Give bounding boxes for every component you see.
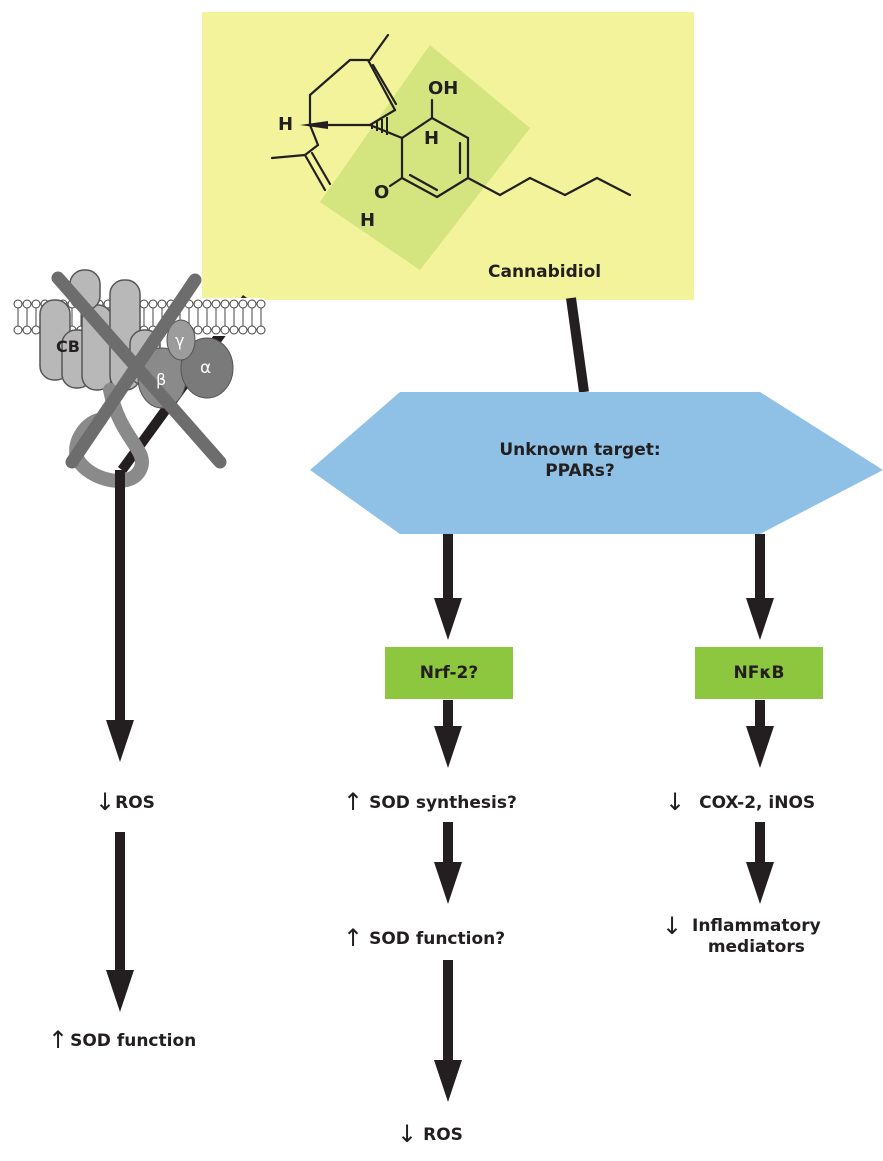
right-inflam-line-2: mediators (707, 937, 805, 957)
lipid-head (238, 325, 248, 335)
middle-sod-synthesis-label: ↑SOD synthesis? (343, 788, 517, 816)
arrow-hex-to-nrf2-shaft (443, 534, 453, 600)
middle-ros-label: ↓ROS (397, 1120, 463, 1148)
arrow-nfkb-to-cox-shaft (755, 700, 765, 728)
nrf2-box: Nrf-2? (385, 647, 513, 699)
atom-oh-top: OH (428, 78, 459, 99)
lipid-head (157, 299, 167, 309)
molecule-highlight (320, 45, 530, 270)
lipid-head (31, 325, 41, 335)
receptor-beta-label: β (156, 370, 167, 389)
lipid-head (148, 299, 158, 309)
lipid-head (229, 299, 239, 309)
lipid-head (202, 299, 212, 309)
receptor-cb-label: CB (56, 337, 80, 356)
arrow-sod-synthesis-to-function-shaft (443, 822, 453, 864)
arrow-cox-to-inflammatory-shaft (755, 822, 765, 864)
atom-h-ring: H (424, 128, 440, 149)
target-hexagon (310, 392, 883, 534)
atom-h-bottom: H (360, 210, 376, 231)
left-sod-label: ↑SOD function (48, 1026, 197, 1054)
nfkb-label: NFκB (733, 663, 785, 683)
lipid-head (13, 325, 23, 335)
right-inflam-line-1: Inflammatory (692, 916, 821, 936)
arrow-nfkb-to-cox-head (746, 726, 774, 768)
lipid-head (220, 299, 230, 309)
arrow-hex-to-nfkb-shaft (755, 534, 765, 600)
lipid-head (211, 299, 221, 309)
connector-right (566, 297, 589, 393)
g-protein-gamma (166, 319, 196, 361)
increase-arrow-icon: ↑ (343, 924, 364, 952)
increase-arrow-icon: ↑ (48, 1026, 69, 1054)
lipid-head (13, 299, 23, 309)
lipid-head (202, 325, 212, 335)
lipid-head (22, 325, 32, 335)
target-line-2: PPARs? (545, 461, 615, 481)
arrow-nrf2-to-sod-synthesis-head (434, 726, 462, 768)
decrease-arrow-icon: ↓ (665, 788, 686, 816)
left-ros-label: ↓ROS (95, 788, 155, 816)
arrow-sod-synthesis-to-function-head (434, 862, 462, 904)
nrf2-label: Nrf-2? (419, 663, 479, 683)
arrow-ros-to-sod-shaft (115, 832, 125, 972)
lipid-head (229, 325, 239, 335)
lipid-head (139, 299, 149, 309)
lipid-head (247, 325, 257, 335)
lipid-head (193, 325, 203, 335)
lipid-head (22, 299, 32, 309)
arrow-receptor-to-ros-shaft (115, 470, 125, 722)
nfkb-box: NFκB (695, 647, 823, 699)
lipid-head (238, 299, 248, 309)
lipid-head (256, 299, 266, 309)
lipid-head (31, 299, 41, 309)
lipid-head (256, 325, 266, 335)
molecule-structure (270, 33, 632, 199)
lipid-head (220, 325, 230, 335)
arrow-hex-to-nrf2-head (434, 598, 462, 640)
receptor-gamma-label: γ (175, 331, 185, 350)
decrease-arrow-icon: ↓ (397, 1120, 418, 1148)
decrease-arrow-icon: ↓ (662, 912, 683, 940)
arrow-sod-function-to-ros-head (434, 1060, 462, 1102)
lipid-head (247, 299, 257, 309)
cross-line-2 (65, 273, 202, 469)
decrease-arrow-icon: ↓ (95, 788, 116, 816)
arrow-nrf2-to-sod-synthesis-shaft (443, 700, 453, 728)
lipid-head (193, 299, 203, 309)
increase-arrow-icon: ↑ (343, 788, 364, 816)
arrow-hex-to-nfkb-head (746, 598, 774, 640)
target-line-1: Unknown target: (499, 440, 661, 460)
right-inflam-label: ↓ Inflammatory mediators (662, 912, 821, 958)
target-label: Unknown target: PPARs? (480, 440, 680, 482)
arrow-sod-function-to-ros-shaft (443, 960, 453, 1062)
molecule-name: Cannabidiol (488, 262, 602, 282)
atom-h-stereo: H (278, 114, 294, 135)
g-protein-alpha (180, 337, 234, 399)
middle-sod-function-label: ↑SOD function? (343, 924, 506, 952)
wedge-bond (300, 121, 328, 129)
right-cox-label: ↓COX-2, iNOS (665, 788, 816, 816)
lipid-head (211, 325, 221, 335)
receptor-alpha-label: α (200, 358, 212, 378)
arrow-cox-to-inflammatory-head (746, 862, 774, 904)
arrow-receptor-to-ros-head (106, 720, 134, 762)
arrow-ros-to-sod-head (106, 970, 134, 1012)
atom-o-bottom: O (374, 182, 390, 203)
